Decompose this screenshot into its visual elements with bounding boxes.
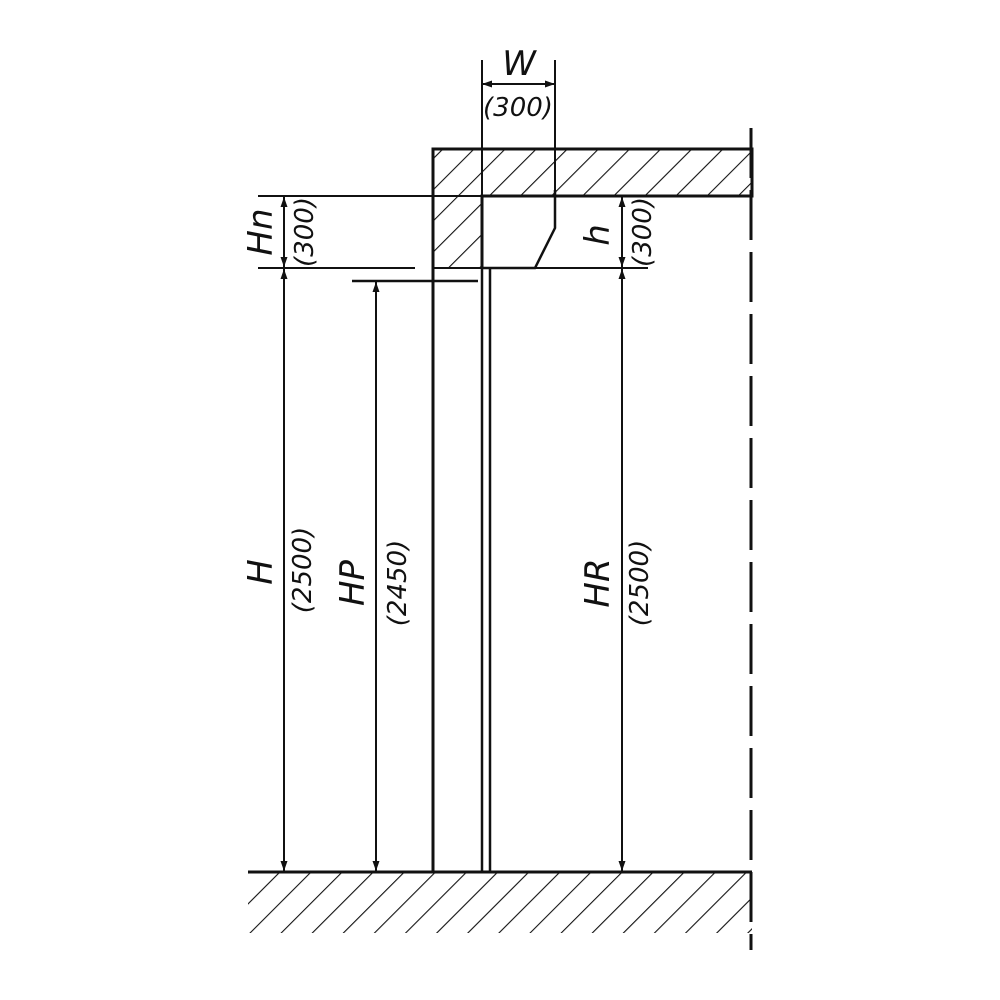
width-label: W bbox=[502, 44, 537, 84]
lintel-height-value: (300) bbox=[628, 197, 658, 267]
ceiling-slab bbox=[431, 147, 754, 269]
panel-height-label: HP bbox=[333, 559, 373, 606]
lintel-height-label: h bbox=[578, 224, 618, 246]
room-height-label: HR bbox=[578, 558, 618, 607]
lintel-outline bbox=[482, 190, 557, 270]
width-value: (300) bbox=[483, 93, 553, 123]
height-value: (2500) bbox=[288, 527, 318, 613]
panel-height-value: (2450) bbox=[383, 540, 413, 626]
header-height-label: Hn bbox=[241, 208, 281, 255]
room-height-value: (2500) bbox=[625, 540, 655, 626]
width-dimension bbox=[481, 60, 556, 196]
partition-panel bbox=[352, 268, 492, 872]
header-height-value: (300) bbox=[290, 197, 320, 267]
floor-slab bbox=[248, 870, 752, 933]
height-label: H bbox=[241, 559, 281, 585]
